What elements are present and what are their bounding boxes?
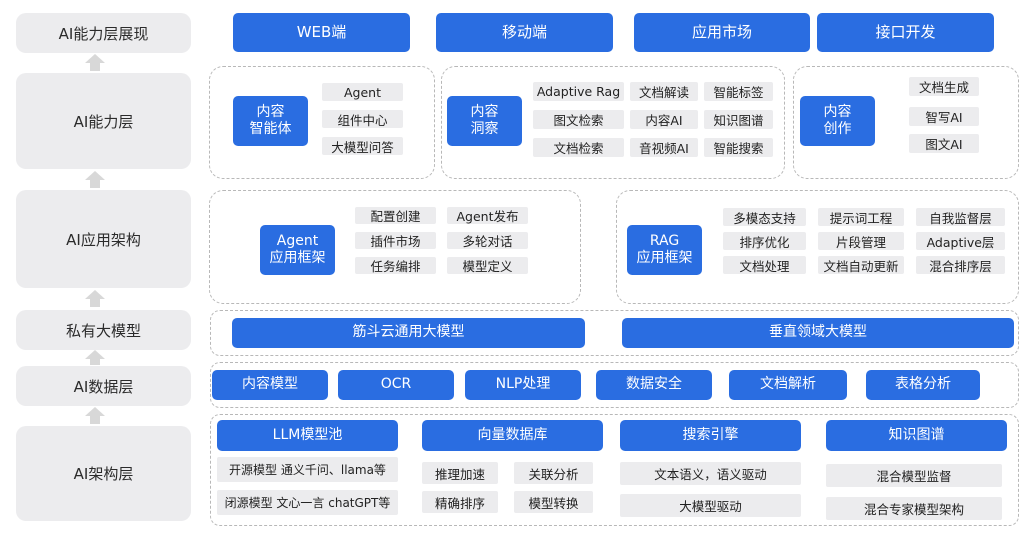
framework-item: 文档自动更新 [818,256,904,274]
arch-item: 混合模型监督 [826,464,1002,487]
up-arrow-icon [83,407,107,425]
app-market-button: 应用市场 [634,13,810,52]
knowledge-graph-title: 知识图谱 [826,420,1007,451]
framework-item: 自我监督层 [916,208,1005,226]
arch-item: 模型转换 [514,491,593,513]
mobile-button: 移动端 [436,13,613,52]
framework-item: 提示词工程 [818,208,904,226]
arch-item: 推理加速 [422,462,498,484]
cap-item: Adaptive Rag [533,82,624,101]
content-agent-title: 内容 智能体 [233,96,308,146]
arch-item: 开源模型 通义千问、llama等 [217,457,398,482]
general-model-button: 筋斗云通用大模型 [232,318,585,348]
framework-item: Adaptive层 [916,232,1005,250]
data-item-doc-parse: 文档解析 [729,370,847,400]
arch-item: 大模型驱动 [620,494,801,517]
panel-private-model [210,310,1019,356]
content-insight-title: 内容 洞察 [447,96,522,146]
agent-framework-grid: 配置创建 Agent发布 插件市场 多轮对话 任务编排 模型定义 [355,207,530,275]
up-arrow-icon [83,290,107,308]
panel-data-layer [210,362,1019,408]
cap-item: Agent [322,83,403,101]
framework-item: 模型定义 [447,257,528,274]
content-creation-title: 内容 创作 [800,96,875,146]
cap-item: 智写AI [909,107,979,126]
panel-content-agent [209,66,435,179]
cap-item: 智能搜索 [704,138,773,157]
search-engine-title: 搜索引擎 [620,420,801,451]
cap-item: 智能标签 [704,82,773,101]
rag-framework-title: RAG 应用框架 [627,225,702,275]
arch-item: 文本语义，语义驱动 [620,462,801,485]
framework-item: 混合排序层 [916,256,1005,274]
framework-item: Agent发布 [447,207,528,224]
cap-item: 知识图谱 [704,110,773,129]
framework-item: 配置创建 [355,207,436,224]
up-arrow-icon [83,54,107,72]
layer-presentation: AI能力层展现 [16,13,191,53]
cap-item: 内容AI [630,110,698,129]
llm-pool-title: LLM模型池 [217,420,398,451]
web-button: WEB端 [233,13,410,52]
data-item-content-model: 内容模型 [212,370,328,400]
arch-item: 关联分析 [514,462,593,484]
framework-item: 任务编排 [355,257,436,274]
framework-item: 片段管理 [818,232,904,250]
panel-content-creation [793,66,1019,179]
rag-framework-grid: 多模态支持 提示词工程 自我监督层 排序优化 片段管理 Adaptive层 文档… [723,208,1005,276]
layer-private-model: 私有大模型 [16,310,191,350]
panel-rag-framework [616,190,1019,304]
arch-item: 闭源模型 文心一言 chatGPT等 [217,490,398,515]
cap-item: 大模型问答 [322,137,403,155]
cap-item: 组件中心 [322,110,403,128]
up-arrow-icon [83,350,107,365]
agent-framework-title: Agent 应用框架 [260,225,335,275]
cap-item: 图文AI [909,134,979,153]
layer-data: AI数据层 [16,366,191,406]
panel-architecture [210,414,1019,526]
vertical-model-button: 垂直领域大模型 [622,318,1014,348]
cap-item: 图文检索 [533,110,624,129]
framework-item: 多模态支持 [723,208,806,226]
framework-item: 文档处理 [723,256,806,274]
framework-item: 插件市场 [355,232,436,249]
insight-grid: Adaptive Rag 文档解读 智能标签 图文检索 内容AI 知识图谱 文档… [533,82,773,157]
data-item-nlp: NLP处理 [465,370,581,400]
cap-item: 文档解读 [630,82,698,101]
cap-item: 文档检索 [533,138,624,157]
layer-capability: AI能力层 [16,73,191,169]
up-arrow-icon [83,171,107,189]
data-item-table: 表格分析 [866,370,980,400]
arch-item: 混合专家模型架构 [826,497,1002,520]
framework-item: 排序优化 [723,232,806,250]
api-dev-button: 接口开发 [817,13,994,52]
framework-item: 多轮对话 [447,232,528,249]
data-item-security: 数据安全 [596,370,712,400]
panel-agent-framework [209,190,581,304]
cap-item: 音视频AI [630,138,698,157]
cap-item: 文档生成 [909,77,979,96]
arch-item: 精确排序 [422,491,498,513]
layer-architecture: AI架构层 [16,426,191,521]
layer-app-framework: AI应用架构 [16,190,191,288]
panel-content-insight [441,66,785,179]
data-item-ocr: OCR [338,370,454,400]
vector-db-title: 向量数据库 [422,420,603,451]
